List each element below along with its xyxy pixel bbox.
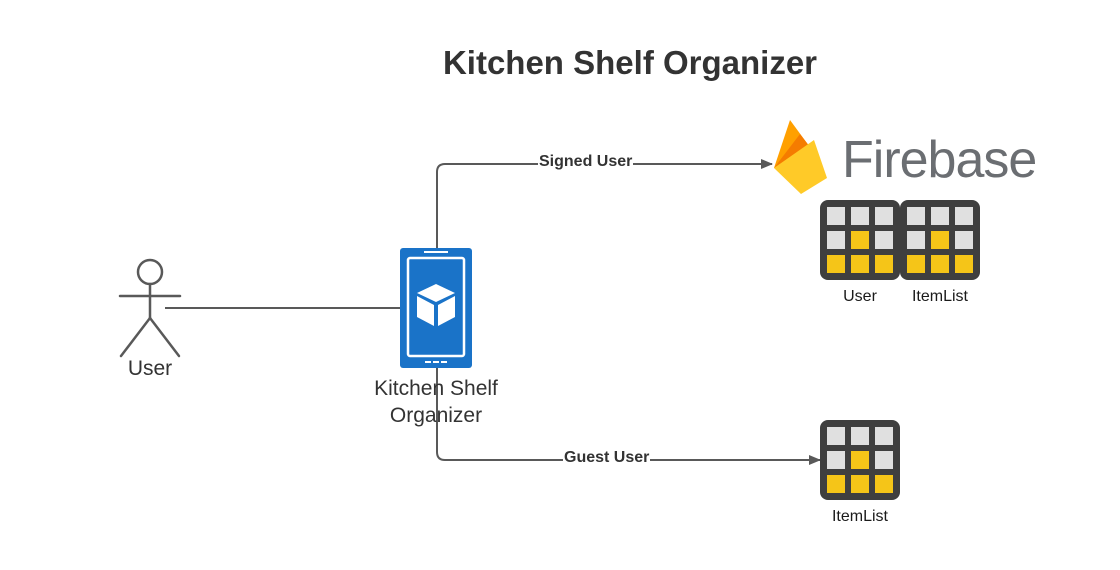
edge-guest-user xyxy=(436,368,821,465)
actor-label: User xyxy=(127,357,173,380)
firebase-label: Firebase xyxy=(842,131,1037,189)
app-label: Kitchen Shelf Organizer xyxy=(350,375,522,429)
mobile-app-icon xyxy=(400,248,472,368)
table-label-guest-itemlist: ItemList xyxy=(831,508,888,525)
table-icon xyxy=(900,200,980,280)
firebase-flame-icon xyxy=(774,120,827,194)
table-label-itemlist: ItemList xyxy=(911,288,968,305)
app-label-line1: Kitchen Shelf xyxy=(374,377,498,400)
table-icon xyxy=(820,420,900,500)
edge-signed-user xyxy=(436,159,773,248)
stick-figure-icon xyxy=(118,258,182,358)
app-label-line2: Organizer xyxy=(389,404,483,427)
edge-label-guest-user: Guest User xyxy=(563,449,651,467)
table-icon xyxy=(820,200,900,280)
table-label-user: User xyxy=(843,288,877,305)
edge-label-signed-user: Signed User xyxy=(538,153,634,171)
diagram-title: Kitchen Shelf Organizer xyxy=(442,44,818,81)
